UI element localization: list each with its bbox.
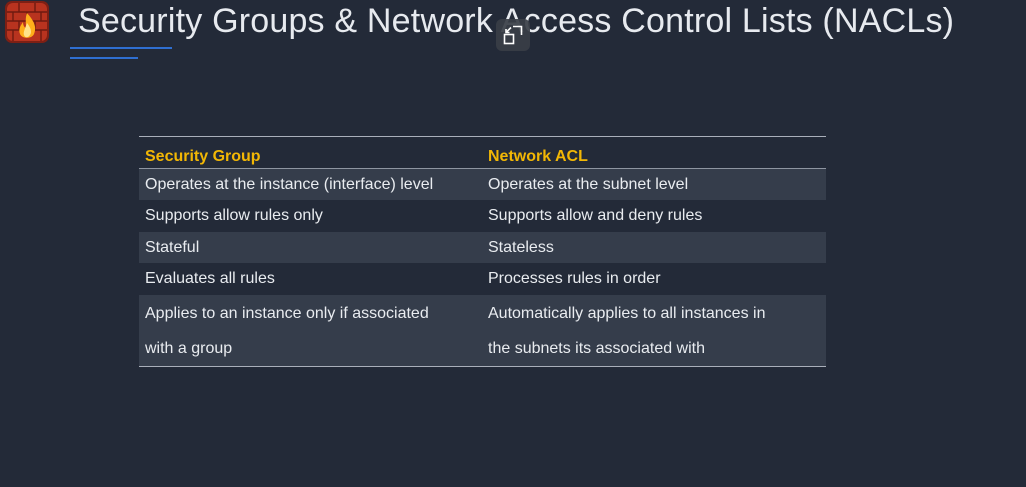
table-cell: Applies to an instance only if associate…: [139, 295, 482, 367]
title-underline: [70, 47, 172, 49]
table-cell: Operates at the subnet level: [488, 176, 689, 193]
exit-fullscreen-button[interactable]: [496, 19, 530, 51]
table-row: Stateful Stateless: [139, 231, 826, 263]
cell-line: with a group: [145, 339, 233, 357]
table-cell: Processes rules in order: [488, 270, 661, 287]
table-header-row: Security Group Network ACL: [139, 136, 826, 169]
table-cell: Operates at the instance (interface) lev…: [145, 176, 434, 193]
comparison-table: Security Group Network ACL Operates at t…: [139, 136, 826, 367]
table-row: Supports allow rules only Supports allow…: [139, 200, 826, 232]
table-row: Operates at the instance (interface) lev…: [139, 168, 826, 200]
table-cell: Supports allow rules only: [145, 207, 323, 224]
column-header-network-acl: Network ACL: [482, 136, 826, 169]
title-underline-short: [70, 57, 138, 59]
firewall-icon: [5, 1, 49, 43]
table-row: Applies to an instance only if associate…: [139, 294, 826, 367]
table-cell: Automatically applies to all instances i…: [482, 295, 826, 367]
table-cell: Evaluates all rules: [145, 270, 275, 287]
cell-line: the subnets its associated with: [488, 339, 706, 357]
column-header-security-group: Security Group: [139, 136, 482, 169]
table-cell: Stateless: [488, 238, 554, 256]
table-cell: Supports allow and deny rules: [488, 207, 703, 224]
cell-line: Applies to an instance only if associate…: [145, 304, 429, 322]
table-row: Evaluates all rules Processes rules in o…: [139, 263, 826, 295]
exit-fullscreen-icon: [503, 25, 523, 45]
cell-line: Automatically applies to all instances i…: [488, 304, 766, 322]
table-cell: Stateful: [145, 238, 200, 256]
